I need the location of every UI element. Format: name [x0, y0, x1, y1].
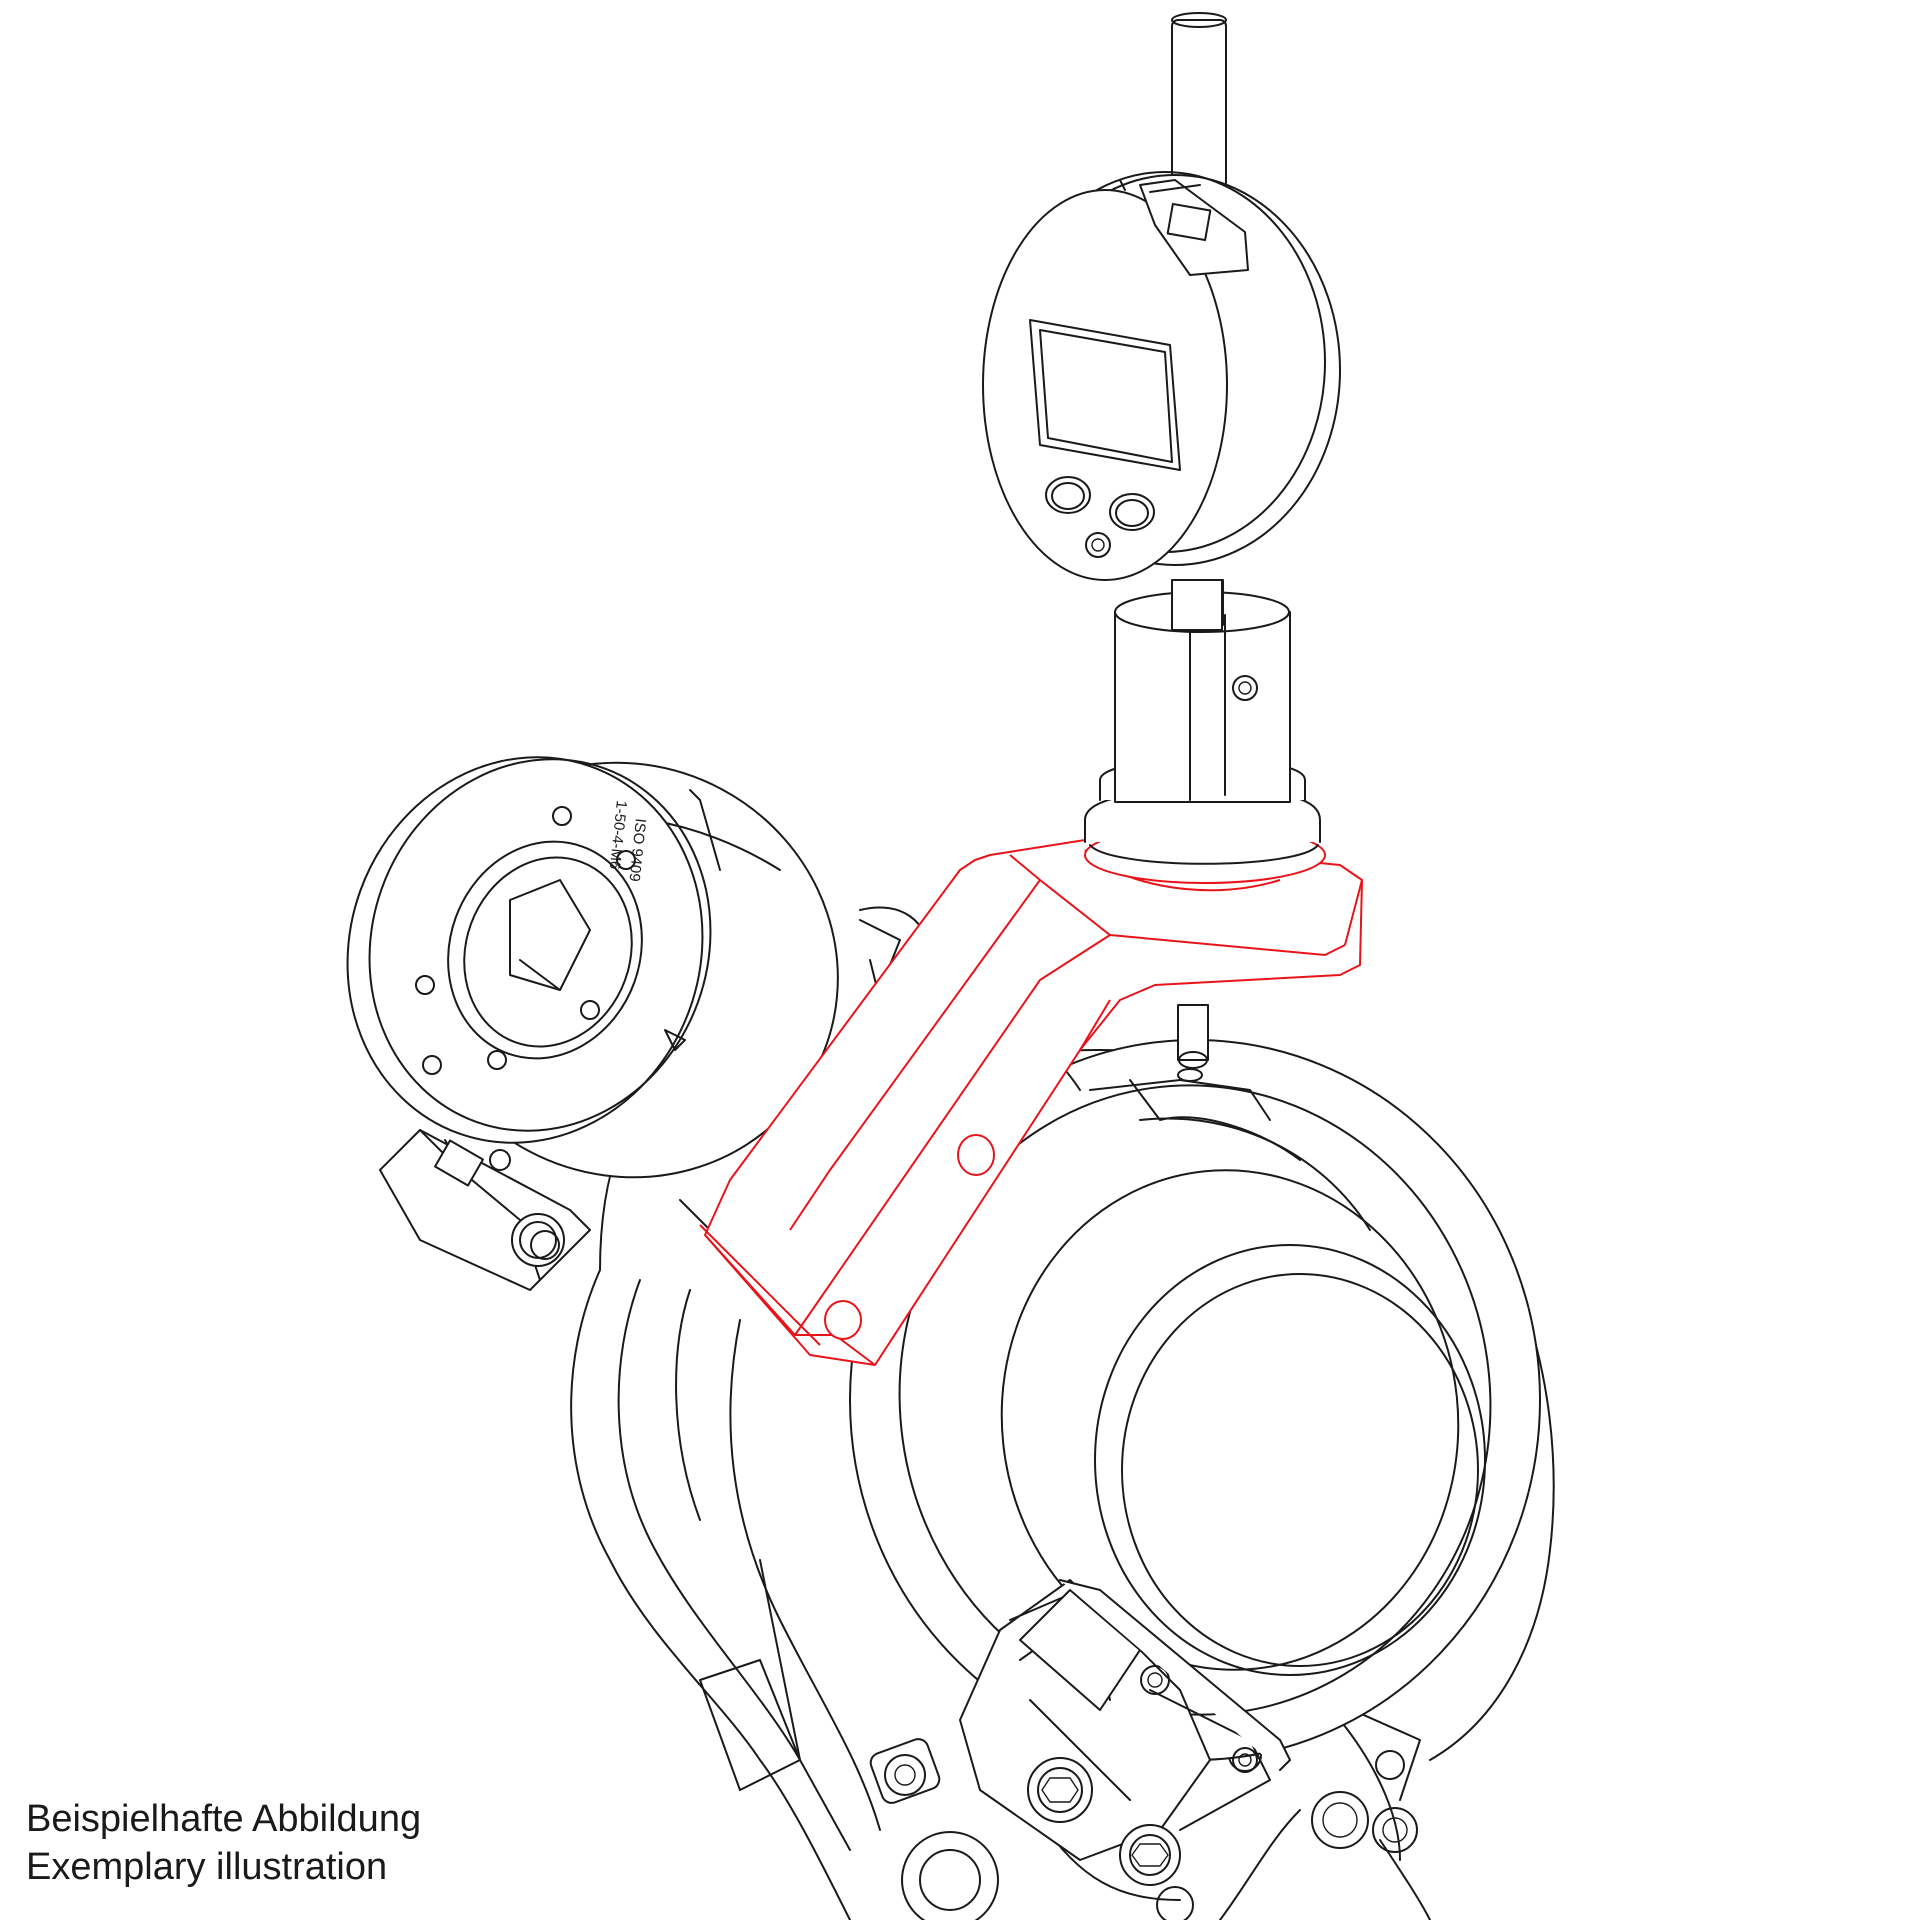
highlighted-bracket [699, 839, 1363, 1366]
caption-english: Exemplary illustration [26, 1846, 388, 1888]
caption-german: Beispielhafte Abbildung [26, 1798, 422, 1840]
iso-flange-assembly: ISO 9409 1-50-4-M6 [346, 756, 881, 1291]
hub-clamp-block [959, 1579, 1291, 1886]
digital-dial-gauge [982, 12, 1341, 631]
flange-engraving-line1: ISO 9409 [625, 818, 649, 883]
robot-lower-body [570, 1269, 1431, 1920]
gauge-holder [1084, 579, 1326, 884]
probe-pin [1177, 1004, 1209, 1082]
figure-caption: Beispielhafte Abbildung Exemplary illust… [26, 1795, 421, 1891]
